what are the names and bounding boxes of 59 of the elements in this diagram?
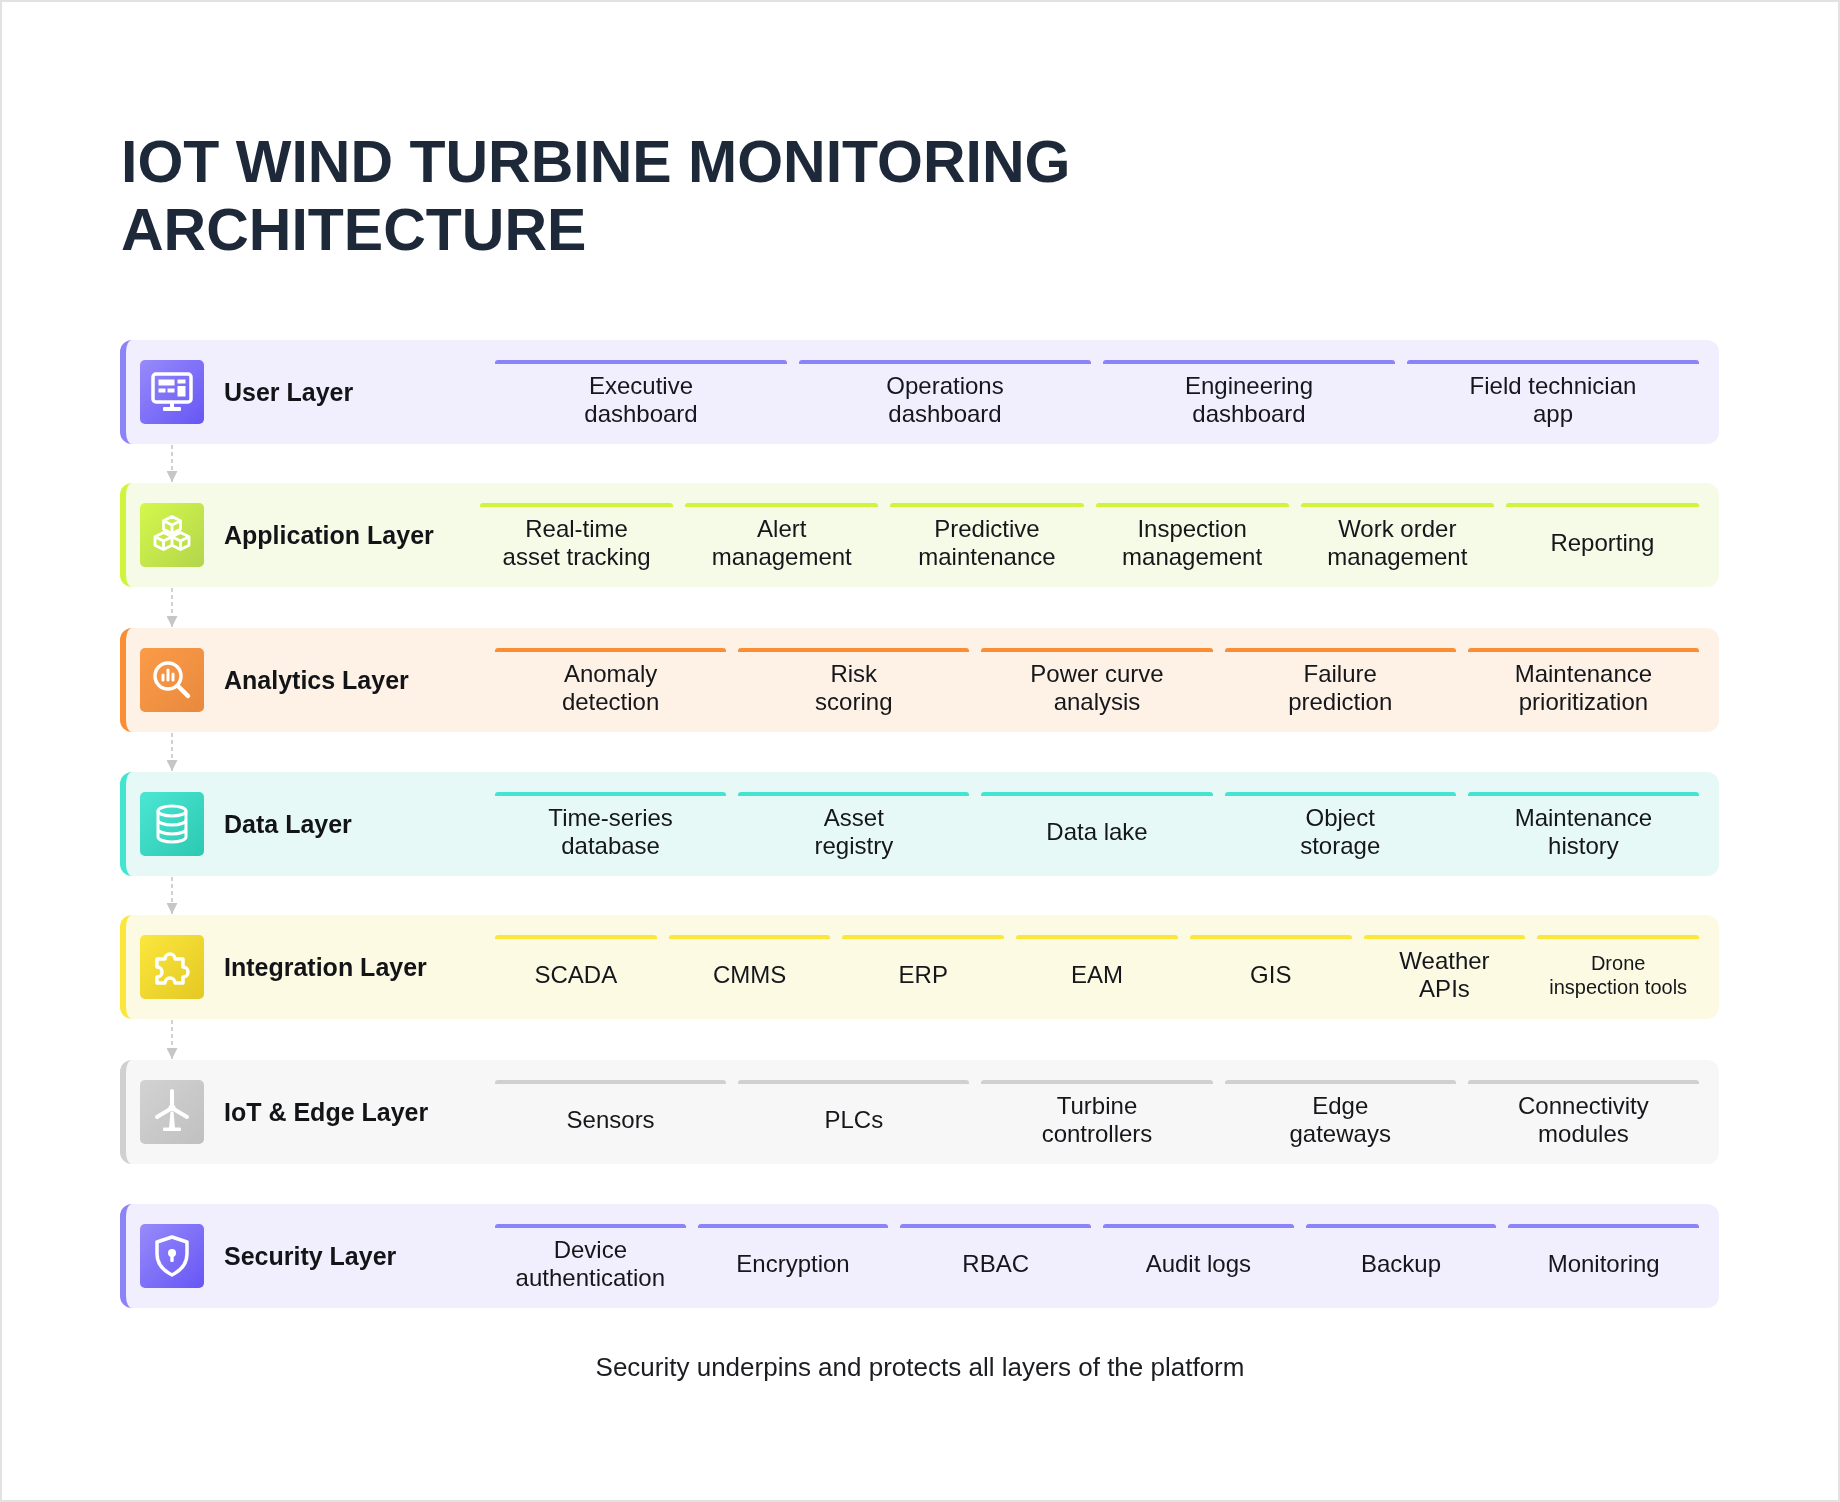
component-item: Power curve analysis (981, 648, 1213, 726)
component-item: Weather APIs (1363, 935, 1526, 1013)
component-item: Monitoring (1508, 1224, 1700, 1302)
component-item: Drone inspection tools (1537, 935, 1700, 1013)
component-item: Audit logs (1103, 1224, 1294, 1302)
arrow (166, 444, 178, 483)
component-item: Reporting (1505, 503, 1700, 581)
component-item: Object storage (1224, 792, 1456, 870)
layer-title: Analytics Layer (224, 665, 409, 695)
component-item: Real-time asset tracking (480, 503, 674, 581)
layer-title: Integration Layer (224, 952, 427, 982)
component-item: CMMS (668, 935, 831, 1013)
component-item: Executive dashboard (495, 360, 787, 438)
component-item: Work order management (1300, 503, 1494, 581)
component-item: Backup (1305, 1224, 1497, 1302)
layer-band (120, 340, 1719, 444)
layer-band (120, 915, 1719, 1019)
arrow (166, 876, 178, 915)
layer-band (120, 1204, 1719, 1308)
component-item: Asset registry (738, 792, 970, 870)
layer-band (120, 1060, 1719, 1164)
component-item: Alert management (685, 503, 879, 581)
arrow (166, 1019, 178, 1060)
component-item: Risk scoring (738, 648, 970, 726)
layer-band (120, 483, 1719, 587)
component-item: Encryption (697, 1224, 889, 1302)
component-item: ERP (842, 935, 1005, 1013)
layer-band (120, 772, 1719, 876)
layer-band (120, 628, 1719, 732)
component-item: Field technician app (1407, 360, 1699, 438)
component-item: Failure prediction (1224, 648, 1456, 726)
layer-title: Data Layer (224, 809, 352, 839)
component-item: Inspection management (1095, 503, 1289, 581)
component-item: EAM (1016, 935, 1178, 1013)
component-item: Operations dashboard (799, 360, 1091, 438)
component-item: GIS (1189, 935, 1352, 1013)
caption: Security underpins and protects all layers of the platform (595, 1352, 1245, 1382)
component-item: Edge gateways (1224, 1080, 1456, 1158)
arrow (166, 732, 178, 772)
component-item: Data lake (981, 792, 1213, 870)
component-item: Device authentication (495, 1224, 686, 1302)
layer-title: IoT & Edge Layer (224, 1097, 429, 1127)
arrow (166, 587, 178, 628)
layer-title: User Layer (224, 377, 354, 407)
component-item: PLCs (738, 1080, 970, 1158)
layer-title: Security Layer (224, 1241, 397, 1271)
component-item: SCADA (495, 935, 657, 1013)
component-item: Maintenance history (1467, 792, 1699, 870)
component-item: Maintenance prioritization (1467, 648, 1699, 726)
component-item: RBAC (900, 1224, 1091, 1302)
component-item: Engineering dashboard (1103, 360, 1395, 438)
component-item: Sensors (495, 1080, 727, 1158)
component-item: Time-series database (495, 792, 727, 870)
component-item: Predictive maintenance (890, 503, 1084, 581)
component-item: Turbine controllers (981, 1080, 1213, 1158)
component-item: Anomaly detection (495, 648, 727, 726)
diagram-title: IOT WIND TURBINE MONITORING ARCHITECTURE (121, 128, 1072, 264)
layer-title: Application Layer (224, 520, 434, 550)
component-item: Connectivity modules (1467, 1080, 1699, 1158)
